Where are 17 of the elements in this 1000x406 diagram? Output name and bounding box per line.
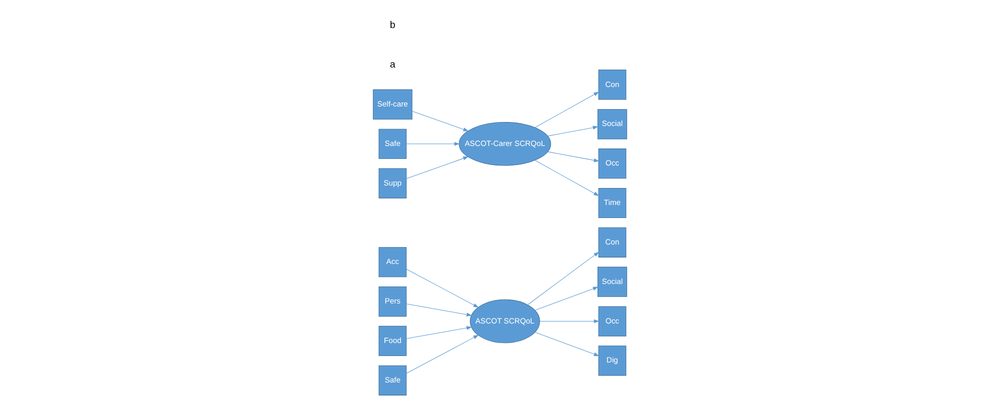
arrow	[534, 160, 600, 196]
arrow	[527, 252, 600, 305]
arrow	[406, 326, 472, 339]
label: a	[390, 59, 396, 70]
arrow	[412, 110, 469, 132]
arrow	[547, 151, 600, 162]
arrow	[406, 334, 479, 374]
arrow	[534, 286, 598, 311]
label: b	[390, 20, 396, 32]
arrow	[534, 92, 600, 128]
arrow	[534, 332, 600, 356]
arrow	[540, 319, 600, 324]
arrow	[406, 142, 460, 146]
arrow	[406, 156, 469, 179]
arrow	[406, 304, 472, 316]
arrow	[406, 268, 479, 308]
arrow	[547, 126, 598, 136]
